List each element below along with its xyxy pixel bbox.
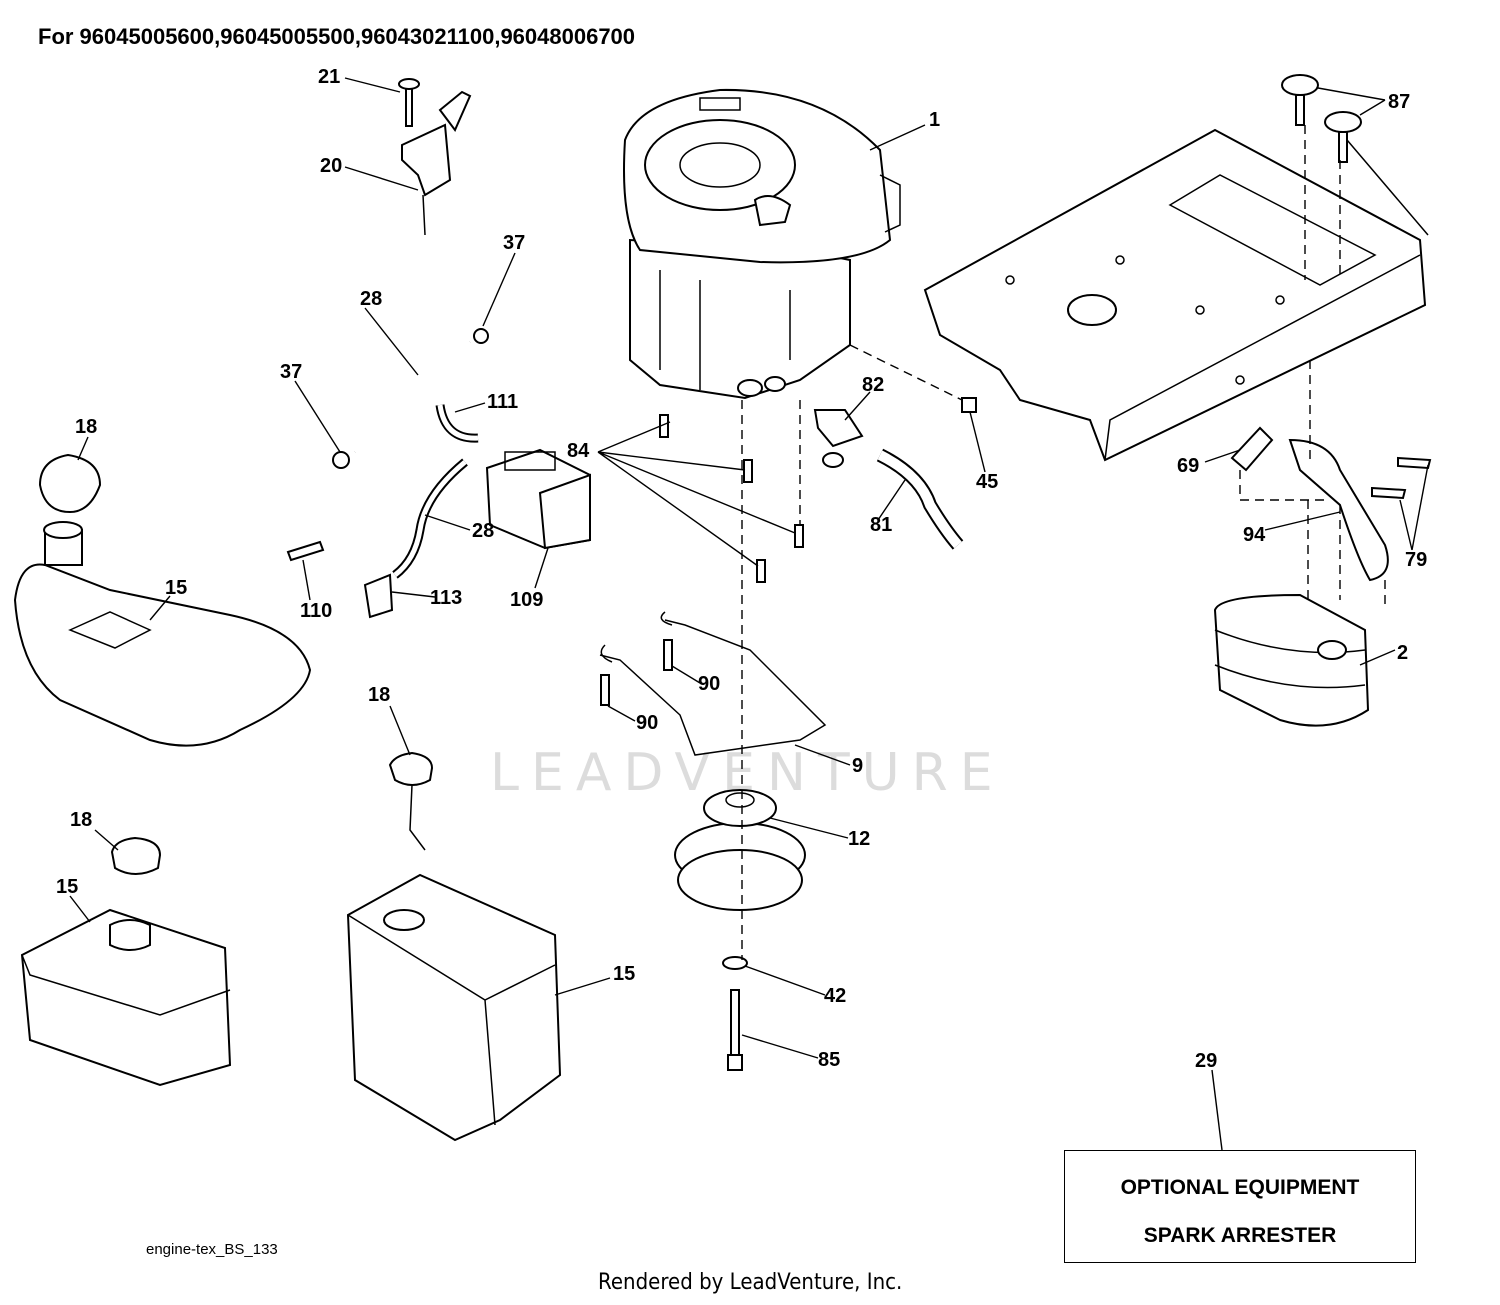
callout-20: 20 xyxy=(320,155,342,177)
callout-12: 12 xyxy=(848,828,870,850)
rendered-by-credit: Rendered by LeadVenture, Inc. xyxy=(598,1270,903,1295)
callout-113: 113 xyxy=(430,587,462,609)
muffler-drawing xyxy=(1213,426,1432,727)
callout-45: 45 xyxy=(976,471,998,493)
throttle-control-drawing xyxy=(398,78,472,236)
leader-lines xyxy=(69,77,1429,1151)
callout-15-c: 15 xyxy=(613,963,635,985)
fuel-tank-1-drawing xyxy=(13,453,312,747)
callout-69: 69 xyxy=(1177,455,1199,477)
callout-2: 2 xyxy=(1397,642,1408,664)
callout-90-b: 90 xyxy=(636,712,658,734)
diagram-code: engine-tex_BS_133 xyxy=(146,1241,278,1258)
callout-15-a: 15 xyxy=(165,577,187,599)
optional-equipment-box: OPTIONAL EQUIPMENT SPARK ARRESTER xyxy=(1064,1150,1416,1263)
callout-110: 110 xyxy=(300,600,332,622)
callout-84: 84 xyxy=(567,440,590,462)
callout-18-c: 18 xyxy=(70,809,92,831)
callout-37-top: 37 xyxy=(503,232,525,254)
knob-87-drawing xyxy=(1281,74,1362,163)
callout-28-top: 28 xyxy=(360,288,382,310)
callout-85: 85 xyxy=(818,1049,840,1071)
callout-1: 1 xyxy=(929,109,940,131)
callout-79: 79 xyxy=(1405,549,1427,571)
optional-equipment-label: OPTIONAL EQUIPMENT xyxy=(1120,1176,1360,1199)
callout-18-b: 18 xyxy=(368,684,390,706)
callout-90-a: 90 xyxy=(698,673,720,695)
callout-109: 109 xyxy=(510,589,543,611)
bracket-9-drawing xyxy=(599,611,827,756)
frame-drawing xyxy=(923,119,1429,462)
callout-labels: 1 87 2 21 20 37 28 37 111 18 15 110 113 … xyxy=(56,66,1427,1072)
callout-21: 21 xyxy=(318,66,340,88)
callout-82: 82 xyxy=(862,374,884,396)
callout-111: 111 xyxy=(487,391,518,413)
callout-81: 81 xyxy=(870,514,892,536)
engine-drawing xyxy=(623,88,901,400)
callout-42: 42 xyxy=(824,985,846,1007)
fuel-pump-109-drawing xyxy=(485,448,591,550)
callout-29: 29 xyxy=(1195,1050,1217,1072)
assembly-lines xyxy=(741,125,1386,960)
callout-94: 94 xyxy=(1243,524,1266,546)
callout-37-left: 37 xyxy=(280,361,302,383)
callout-9: 9 xyxy=(852,755,863,777)
pulley-drawing xyxy=(674,789,806,1071)
fuel-tank-3-drawing xyxy=(346,751,562,1142)
callout-15-b: 15 xyxy=(56,876,78,898)
fuel-tank-2-drawing xyxy=(20,836,232,1087)
spark-arrester-label: SPARK ARRESTER xyxy=(1143,1224,1337,1247)
callout-18-a: 18 xyxy=(75,416,97,438)
fuel-lines-drawing xyxy=(286,328,489,619)
diagram-title: For 96045005600,96045005500,96043021100,… xyxy=(38,24,636,49)
fittings-drawing xyxy=(659,397,977,583)
callout-87: 87 xyxy=(1388,91,1410,113)
callout-28-bottom: 28 xyxy=(472,520,494,542)
